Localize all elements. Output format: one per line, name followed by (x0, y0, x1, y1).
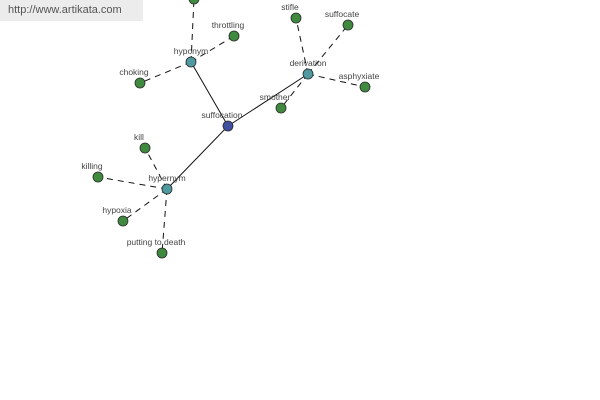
term-node-strangulation-dot[interactable] (188, 0, 200, 5)
root-node-dot[interactable] (222, 120, 234, 132)
term-node-smother-dot[interactable] (275, 102, 287, 114)
term-node-hypoxia[interactable]: hypoxia (102, 205, 132, 227)
edge-derivation-stifle (295, 17, 309, 75)
term-node-asphyxiate-label: asphyxiate (339, 71, 380, 81)
relation-node-hyponym-label: hyponym (174, 46, 209, 56)
term-node-putting-to-death-label: putting to death (127, 237, 186, 247)
term-node-choking-dot[interactable] (134, 77, 146, 89)
root-node[interactable]: suffocation (202, 110, 243, 132)
term-node-stifle-dot[interactable] (290, 12, 302, 24)
term-node-stifle-label: stifle (281, 2, 299, 12)
term-node-kill-dot[interactable] (139, 142, 151, 154)
site-url-label[interactable]: http://www.artikata.com (0, 0, 143, 21)
edge-derivation-smother (280, 73, 309, 109)
edge-hyponym-choking (139, 61, 192, 84)
edge-hypernym-kill (144, 147, 168, 190)
term-node-putting-to-death-dot[interactable] (156, 247, 168, 259)
term-node-choking-label: choking (119, 67, 149, 77)
term-node-hypoxia-dot[interactable] (117, 215, 129, 227)
term-node-suffocate[interactable]: suffocate (325, 9, 360, 31)
term-node-kill[interactable]: kill (134, 132, 151, 154)
term-node-putting-to-death[interactable]: putting to death (127, 237, 186, 259)
term-node-smother[interactable]: smother (260, 92, 291, 114)
edge-root-hypernym (166, 125, 229, 190)
term-node-killing-label: killing (81, 161, 103, 171)
term-node-hypoxia-label: hypoxia (102, 205, 132, 215)
term-node-suffocate-dot[interactable] (342, 19, 354, 31)
relation-node-derivation[interactable]: derivation (290, 58, 327, 80)
root-node-label: suffocation (202, 110, 243, 120)
edge-hypernym-killing (97, 176, 168, 190)
term-node-throttling-label: throttling (212, 20, 245, 30)
edge-derivation-asphyxiate (307, 73, 366, 88)
edge-hypernym-hypoxia (122, 188, 168, 222)
term-node-asphyxiate[interactable]: asphyxiate (339, 71, 380, 93)
term-node-kill-label: kill (134, 132, 144, 142)
graph-edges (97, 0, 366, 254)
term-node-killing-dot[interactable] (92, 171, 104, 183)
term-node-smother-label: smother (260, 92, 291, 102)
term-node-suffocate-label: suffocate (325, 9, 360, 19)
relation-node-hyponym[interactable]: hyponym (174, 46, 209, 68)
relation-node-hyponym-dot[interactable] (185, 56, 197, 68)
term-node-throttling[interactable]: throttling (212, 20, 245, 42)
edge-root-derivation (227, 73, 309, 127)
graph-nodes: strangulation throttling choking hyponym sti… (81, 0, 380, 259)
relation-node-derivation-dot[interactable] (302, 68, 314, 80)
term-node-choking[interactable]: choking (119, 67, 149, 89)
relation-node-hypernym[interactable]: hypernym (148, 173, 186, 195)
edge-root-hyponym (190, 61, 229, 127)
term-node-killing[interactable]: killing (81, 161, 104, 183)
term-node-strangulation[interactable]: strangulation (164, 0, 213, 5)
edge-hyponym-throttling (190, 35, 235, 63)
term-node-asphyxiate-dot[interactable] (359, 81, 371, 93)
relation-node-hypernym-label: hypernym (148, 173, 185, 183)
relation-node-hypernym-dot[interactable] (161, 183, 173, 195)
term-node-throttling-dot[interactable] (228, 30, 240, 42)
term-node-stifle[interactable]: stifle (281, 2, 302, 24)
relation-node-derivation-label: derivation (290, 58, 327, 68)
